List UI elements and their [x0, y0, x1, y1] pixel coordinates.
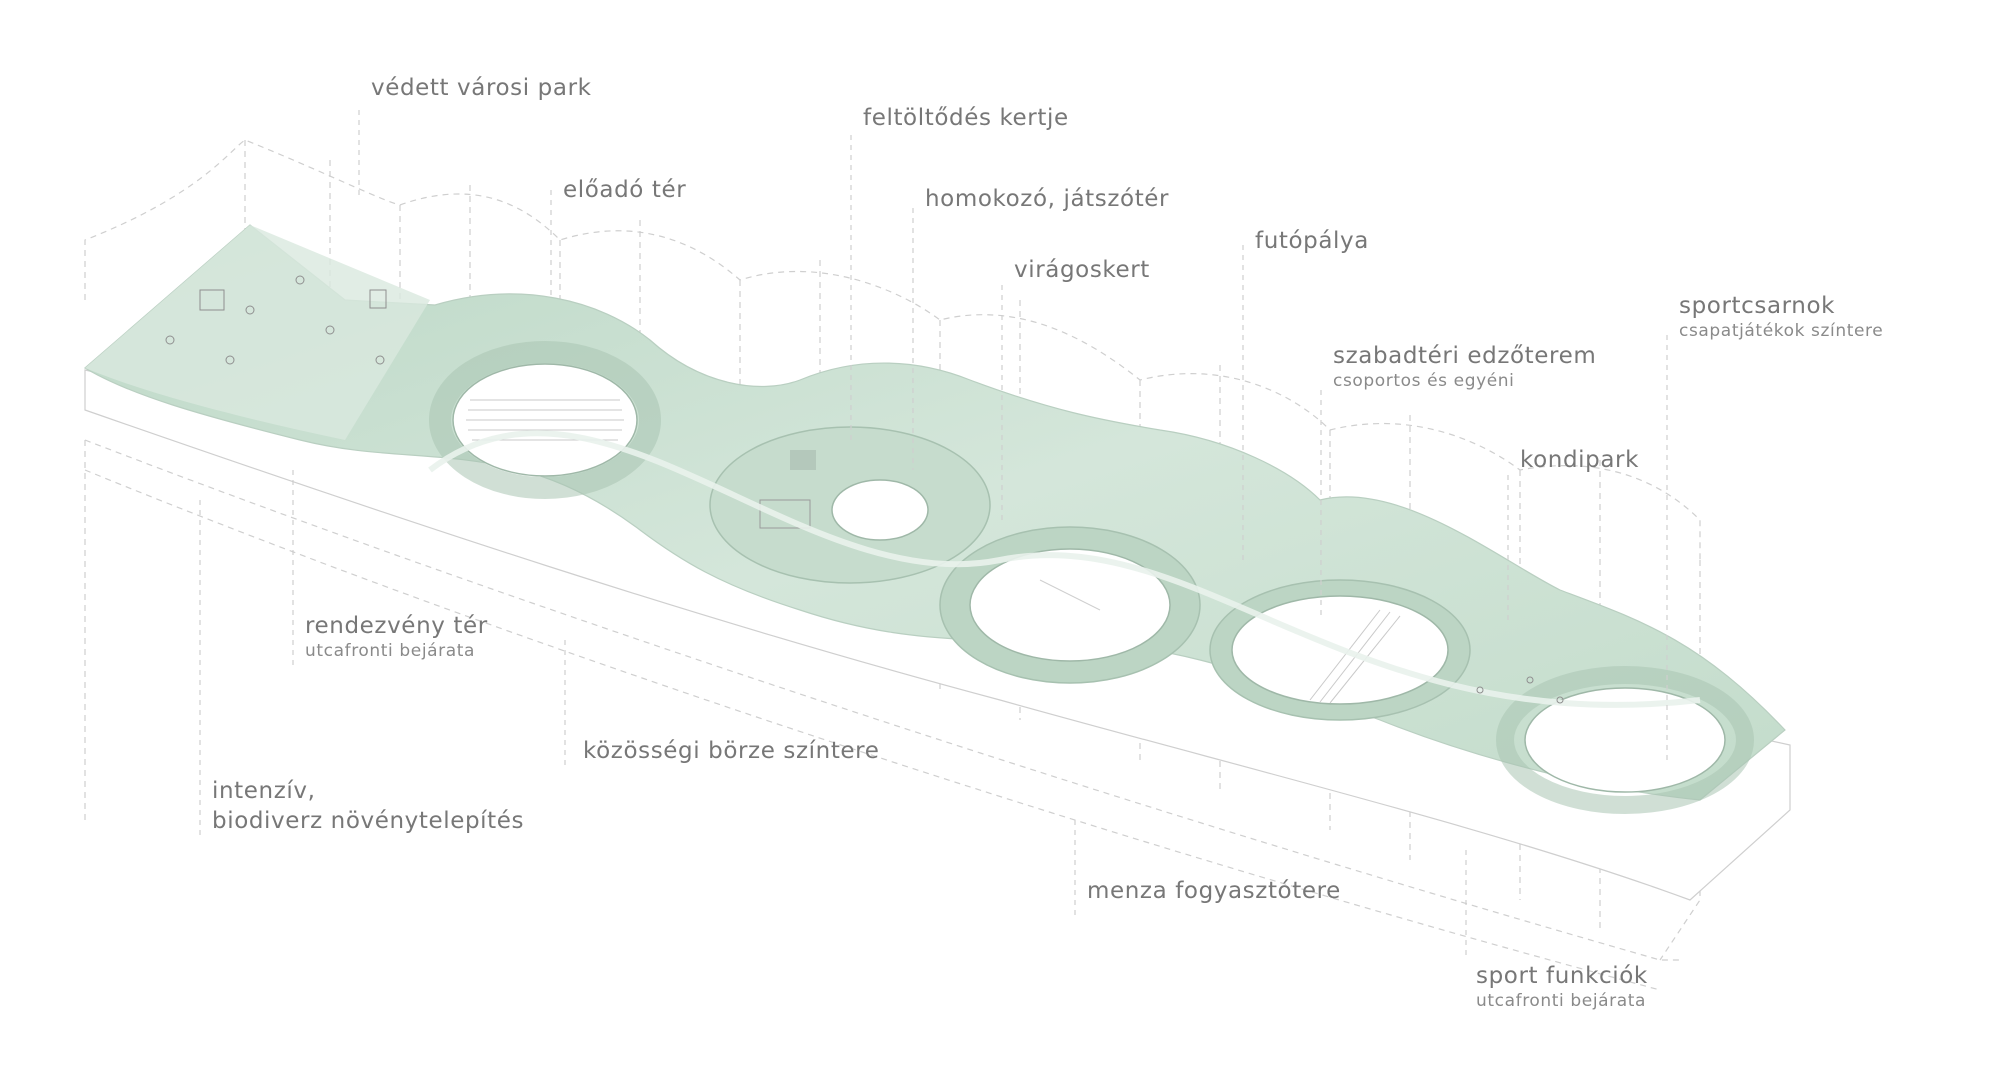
label-rendezveny-ter: rendezvény tér utcafronti bejárata	[305, 613, 488, 661]
label-kondipark: kondipark	[1520, 447, 1640, 473]
label-szabadteri-edzoterem: szabadtéri edzőterem csoportos és egyéni	[1333, 343, 1597, 391]
label-sport-funkciok: sport funkciók utcafronti bejárata	[1476, 963, 1648, 1011]
label-intenziv: intenzív, biodiverz növénytelepítés	[212, 778, 525, 834]
courtyards	[429, 341, 1754, 814]
label-futopalya: futópálya	[1255, 228, 1369, 254]
label-vedett-varosi-park: védett városi park	[371, 75, 592, 101]
courtyard-sportcsarnok	[1496, 666, 1754, 814]
leader-lines	[199, 110, 1668, 955]
label-kozossegi-borze: közösségi börze színtere	[583, 738, 880, 764]
label-viragoskert: virágoskert	[1014, 257, 1150, 283]
label-feltoltodes-kertje: feltöltődés kertje	[863, 105, 1069, 131]
courtyard-eloado	[429, 341, 661, 499]
label-sportcsarnok: sportcsarnok csapatjátékok színtere	[1679, 293, 1884, 341]
label-eloado-ter: előadó tér	[563, 177, 687, 203]
label-menza-fogyasztotere: menza fogyasztótere	[1087, 878, 1341, 904]
park-area	[85, 225, 430, 440]
running-track	[428, 430, 1701, 708]
label-homokozo-jatszoter: homokozó, játszótér	[925, 186, 1170, 212]
site-figures	[165, 275, 1564, 704]
